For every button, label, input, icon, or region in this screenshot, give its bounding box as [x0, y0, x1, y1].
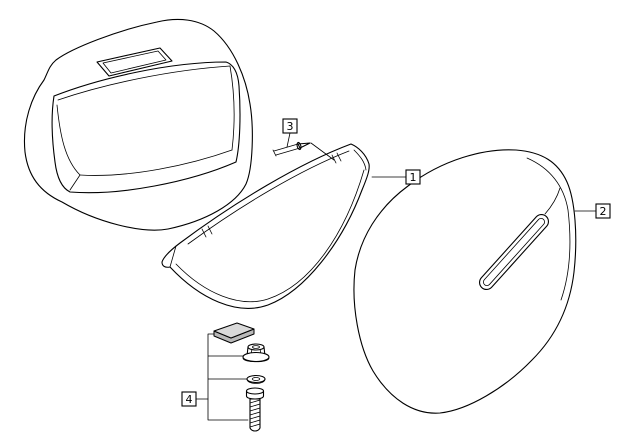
shell-outline	[353, 149, 577, 414]
callout-3-group: 3	[282, 118, 298, 148]
callout-2[interactable]: 2	[595, 203, 611, 219]
lid-rim-tab-right	[331, 152, 342, 164]
screw-threads	[249, 399, 261, 428]
case-body	[23, 18, 253, 231]
case-interior-right-edge	[229, 65, 235, 151]
nut-top	[247, 343, 265, 351]
nut-flange-thickness	[242, 357, 270, 363]
shell-edge-crease	[526, 157, 571, 301]
screw	[245, 387, 265, 432]
lid-right-end-face	[353, 149, 367, 171]
callout-4-label: 4	[186, 393, 193, 406]
case-outer-silhouette	[23, 18, 253, 231]
callout-2-label: 2	[600, 205, 607, 218]
case-handle-cutout-inner	[102, 50, 167, 74]
callout-3[interactable]: 3	[282, 118, 298, 134]
washer	[246, 374, 266, 384]
outer-shell	[353, 149, 577, 414]
callout-1-label: 1	[410, 171, 417, 184]
case-handle-cutout	[96, 47, 173, 77]
hardware-set	[207, 322, 270, 432]
inner-lid-panel	[161, 143, 370, 309]
shell-top-crease	[544, 187, 561, 215]
lid-bottom-thickness-line	[175, 169, 365, 303]
pad-top-face	[213, 322, 255, 339]
shell-handle-slot	[479, 213, 549, 291]
pin-to-lid-line	[310, 142, 335, 161]
lid-top-rim-line	[187, 150, 350, 245]
nut-hole	[252, 345, 260, 349]
callout-1[interactable]: 1	[405, 169, 421, 185]
hardware-bracket	[207, 333, 249, 421]
mounting-pin	[272, 141, 335, 161]
case-opening-rim	[51, 61, 241, 194]
pin-shaft	[272, 143, 301, 157]
lid-left-lip-fold	[169, 245, 177, 268]
washer-hole	[251, 377, 261, 381]
callout-1-group: 1	[371, 169, 421, 185]
handle-slot-inner	[483, 218, 545, 286]
case-interior-left-wall	[56, 104, 81, 176]
case-interior-floor-line	[79, 149, 233, 176]
screw-shaft	[249, 398, 261, 432]
lid-rim-tab-left	[201, 225, 213, 238]
handle-slot-outer	[479, 213, 549, 291]
callout-4[interactable]: 4	[181, 391, 197, 407]
callout-4-group: 4	[181, 391, 209, 407]
washer-outer	[246, 374, 266, 384]
washer-thickness	[246, 378, 266, 384]
lid-outline	[161, 143, 370, 309]
nut-flange	[242, 351, 270, 363]
callout-3-label: 3	[287, 120, 294, 133]
pin-collar	[296, 141, 302, 151]
adhesive-pad	[213, 322, 255, 344]
screw-head-top	[245, 387, 265, 395]
flange-nut	[242, 343, 270, 363]
case-interior-corner-line	[69, 174, 81, 191]
callout-2-group: 2	[574, 203, 611, 219]
callout-3-leader	[286, 132, 291, 148]
case-inner-rim-line	[57, 65, 231, 101]
